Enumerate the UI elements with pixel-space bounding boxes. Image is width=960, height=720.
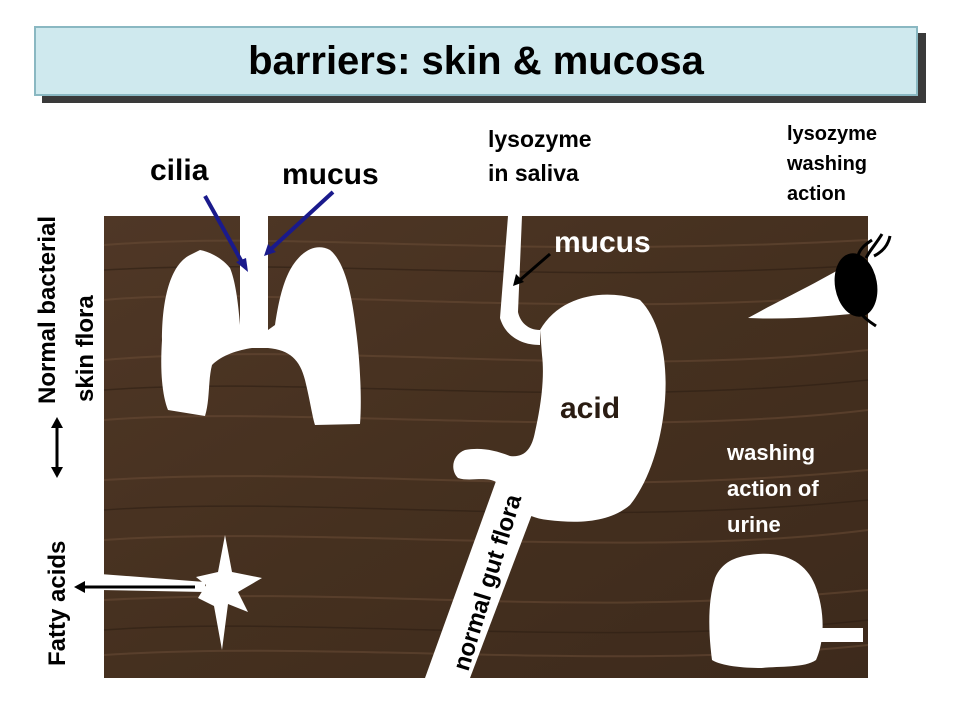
urethra	[815, 628, 863, 642]
mucus-stomach-label: mucus	[554, 226, 651, 259]
page-title: barriers: skin & mucosa	[248, 38, 704, 83]
cilia-arrow	[203, 195, 248, 272]
bladder	[709, 553, 823, 668]
mucus-stomach-arrow	[513, 252, 551, 286]
title-banner: barriers: skin & mucosa	[34, 26, 918, 96]
bladder-shape	[709, 553, 863, 668]
lungs-shape	[161, 216, 361, 425]
trachea	[240, 216, 268, 336]
lysozyme-washing-label: lysozyme washing action	[787, 123, 878, 205]
left-lung	[161, 250, 256, 416]
mucus-lung-arrow	[264, 190, 335, 256]
intestine	[425, 470, 545, 678]
normal-bacterial-label: Normal bacterial	[34, 215, 61, 404]
fatty-acids-arrow	[74, 581, 195, 593]
acid-label: acid	[560, 392, 621, 425]
stomach	[453, 294, 666, 522]
lysozyme-saliva-label: lysozyme in saliva	[488, 126, 592, 186]
stomach-shape	[425, 216, 666, 678]
mucus-lung-label: mucus	[282, 158, 379, 191]
skin-double-arrow	[51, 417, 63, 478]
eye-shape	[748, 233, 892, 328]
fatty-acids-label: Fatty acids	[44, 540, 71, 666]
cilia-label: cilia	[150, 154, 209, 187]
esophagus	[500, 216, 540, 345]
skin-flora-label: skin flora	[72, 295, 99, 402]
washing-urine-label: washing action of urine	[727, 440, 819, 537]
right-lung	[268, 247, 361, 425]
